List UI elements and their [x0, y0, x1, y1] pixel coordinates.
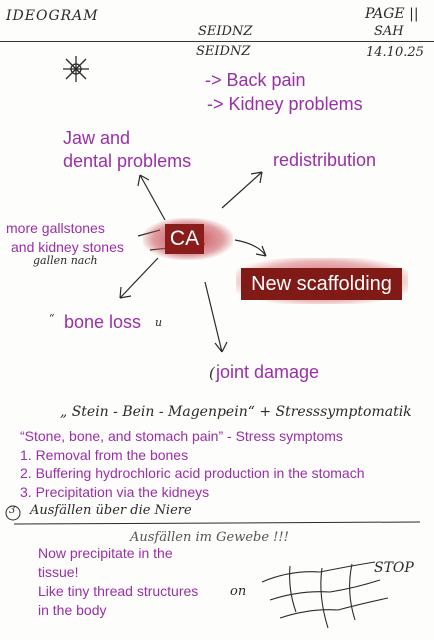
section-heading: “Stone, bone, and stomach pain” - Stress… — [20, 428, 343, 444]
handwritten-tissue-line: Ausfällen im Gewebe !!! — [130, 530, 289, 545]
section-divider — [13, 521, 421, 525]
sun-star-icon — [63, 56, 89, 82]
center-title: SEIDNZ — [198, 24, 253, 39]
branch-joint-damage: joint damage — [216, 362, 320, 382]
handwritten-heading: „ Stein - Bein - Magenpein“ + Stresssymp… — [60, 404, 412, 420]
arrow-to-scaffolding — [234, 239, 267, 257]
note-kidney-problems: -> Kidney problems — [207, 94, 363, 114]
branch-bone-loss: bone loss — [64, 312, 142, 332]
thread-structures-sketch — [261, 561, 389, 629]
note-precipitate-line1: Now precipitate in the — [38, 545, 173, 561]
page-code: SAH — [374, 24, 404, 39]
handwritten-fragment-u: u — [155, 316, 163, 329]
handwritten-fragment-gallen: gallen nach — [33, 254, 98, 267]
branch-gallstones-line1: more gallstones — [6, 220, 105, 236]
note-precipitate-line2: tissue! — [38, 564, 79, 580]
handwritten-fragment-on: on — [230, 584, 247, 599]
date-label: 14.10.25 — [366, 45, 424, 60]
branch-jaw-line2: dental problems — [63, 151, 192, 171]
list-item-2: 2. Buffering hydrochloric acid productio… — [20, 465, 365, 481]
circled-number-3 — [5, 505, 21, 521]
note-back-pain: -> Back pain — [205, 70, 306, 90]
handwritten-fragment-paren: ( — [209, 364, 215, 382]
branch-gallstones-line2: and kidney stones — [11, 239, 124, 255]
arrow-to-redistribution — [221, 171, 263, 209]
handwritten-item3: Ausfällen über die Niere — [30, 503, 192, 518]
stop-label: STOP — [374, 560, 414, 576]
handwritten-item3-number: 3 — [9, 505, 16, 516]
list-item-1: 1. Removal from the bones — [20, 447, 189, 463]
handwritten-fragment-quote: “ — [49, 312, 55, 325]
branch-redistribution: redistribution — [273, 150, 377, 170]
note-thread-line1: Like tiny thread structures — [38, 583, 199, 599]
subtitle: SEIDNZ — [196, 44, 251, 59]
arrow-to-joint-damage — [204, 281, 228, 353]
header-rule — [0, 41, 434, 42]
branch-scaffolding: New scaffolding — [241, 268, 402, 300]
center-node: CA — [165, 224, 204, 254]
left-header-label: IDEOGRAM — [6, 8, 99, 24]
list-item-3: 3. Precipitation via the kidneys — [20, 484, 210, 500]
note-thread-line2: in the body — [38, 602, 107, 618]
arrow-to-jaw — [137, 174, 166, 221]
page-number-label: PAGE || — [365, 6, 419, 22]
branch-jaw-line1: Jaw and — [63, 128, 131, 148]
arrow-to-bone-loss — [119, 257, 159, 299]
